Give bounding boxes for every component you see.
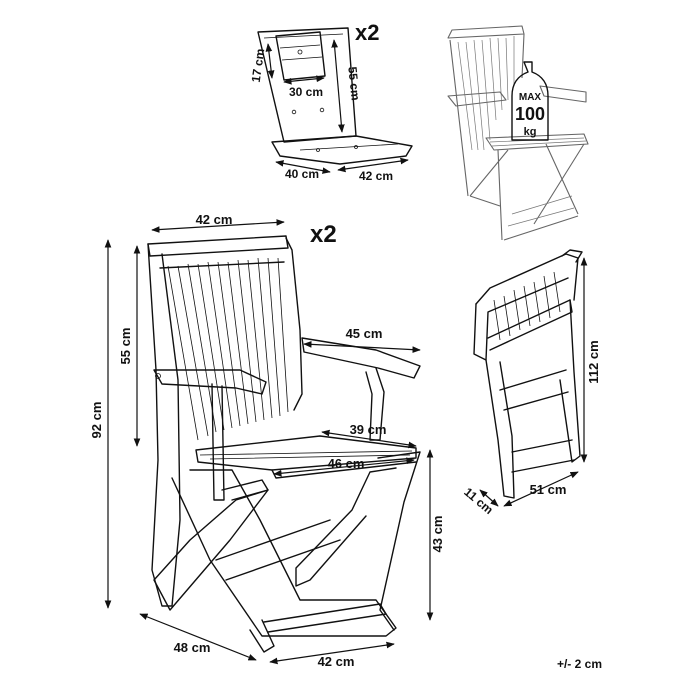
chair-seat-width-label: 46 cm [328,456,365,471]
chair-back-height-label: 55 cm [118,328,133,365]
folded-width-label: 51 cm [530,482,567,497]
cushion-pillow-width-label: 30 cm [289,85,323,99]
cushion-dimensions: 17 cm 30 cm 55 cm 40 cm 42 cm [249,39,409,183]
load-capacity-chair-sketch [447,25,589,241]
capacity-unit-label: kg [524,126,537,138]
cushion-multiplier: x2 [355,20,379,45]
chair-drawing [147,235,421,653]
folded-chair-drawing [473,249,583,499]
chair-total-height-label: 92 cm [89,402,104,439]
cushion-back-height-label: 55 cm [345,66,362,101]
chair-seat-height-label: 43 cm [430,516,445,553]
capacity-value-label: 100 [515,104,545,124]
chair-leg-depth-label: 48 cm [174,640,211,655]
cushion-seat-width-label: 42 cm [359,169,393,183]
chair-seat-depth-label: 39 cm [350,422,387,437]
folded-height-label: 112 cm [586,340,601,383]
capacity-max-label: MAX [519,92,542,103]
chair-back-width-label: 42 cm [196,212,233,227]
chair-dimensions: 42 cm 55 cm 92 cm 45 cm 39 cm 46 cm 43 c… [89,212,445,669]
cushion-pillow-height-label: 17 cm [249,48,268,84]
chair-multiplier: x2 [310,221,337,248]
folded-thickness-label: 11 cm [461,485,496,517]
chair-leg-width-label: 42 cm [318,654,355,669]
cushion-seat-depth-label: 40 cm [285,167,319,181]
chair-armrest-length-label: 45 cm [346,326,383,341]
tolerance-note: +/- 2 cm [557,657,602,671]
cushion-drawing [257,27,413,165]
